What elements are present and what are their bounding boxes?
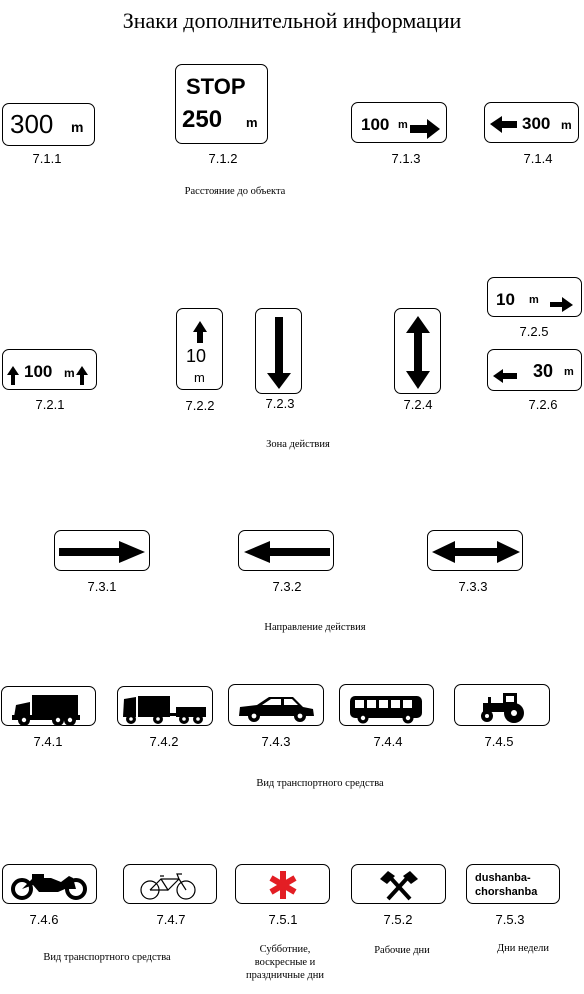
bicycle-icon [140, 873, 196, 900]
sign-code: 7.4.3 [261, 734, 291, 749]
sign-code: 7.4.4 [373, 734, 403, 749]
sign-code: 7.1.3 [391, 151, 421, 166]
caption-weekends-line-2: воскресные и [254, 957, 316, 968]
distance-number: 300 [10, 109, 54, 139]
arrow-left-icon [244, 541, 330, 563]
sign-7-1-4: 300 m [484, 102, 579, 143]
arrow-left-icon [493, 369, 517, 383]
crossed-hammers-icon [380, 871, 418, 901]
arrow-right-icon [550, 297, 573, 312]
section-caption-vehicle-type-2: Вид транспортного средства [43, 952, 171, 963]
distance-unit: m [398, 119, 408, 131]
sign-code: 7.2.4 [403, 397, 433, 412]
motorcycle-icon [11, 874, 87, 900]
caption-workdays: Рабочие дни [374, 945, 430, 956]
sign-7-3-3 [427, 530, 523, 571]
tractor-icon [481, 693, 524, 723]
sign-7-4-7 [123, 864, 217, 904]
sign-7-2-3 [255, 308, 302, 394]
sign-7-5-2 [351, 864, 446, 904]
stop-text: STOP [186, 74, 246, 99]
caption-weekends-line-3: праздничные дни [246, 970, 324, 981]
caption-weekends-line-1: Субботние, [259, 944, 311, 955]
arrow-up-icon [193, 321, 207, 343]
truck-trailer-icon [123, 696, 206, 724]
sign-code: 7.5.3 [495, 912, 525, 927]
sign-7-3-2 [238, 530, 334, 571]
sign-code: 7.1.2 [208, 151, 238, 166]
sign-7-1-1: 300 m [2, 103, 95, 146]
sign-code: 7.2.2 [185, 398, 215, 413]
sign-7-2-2: 10 m [176, 308, 223, 390]
distance-number: 100 [24, 362, 53, 381]
caption-weekends: Субботние, воскресные и праздничные дни [230, 943, 340, 982]
distance-unit: m [561, 118, 572, 132]
sign-code: 7.1.1 [32, 151, 62, 166]
distance-unit: m [246, 115, 258, 130]
distance-unit: m [71, 119, 84, 135]
arrow-right-icon [410, 119, 440, 139]
arrow-left-icon [490, 116, 517, 133]
red-asterisk-icon [269, 871, 297, 899]
sign-code: 7.2.6 [528, 397, 558, 412]
sign-7-4-2 [117, 686, 213, 726]
arrow-right-icon [59, 541, 145, 563]
sign-code: 7.2.3 [265, 396, 295, 411]
distance-number: 30 [533, 361, 554, 381]
sign-code: 7.2.5 [519, 324, 549, 339]
section-caption-vehicle-type: Вид транспортного средства [256, 778, 384, 789]
sign-7-4-6 [2, 864, 97, 904]
truck-icon [12, 695, 80, 726]
sign-7-4-3 [228, 684, 324, 726]
arrow-left-right-icon [432, 541, 520, 563]
distance-number: 100 [361, 115, 390, 134]
arrow-up-icons [7, 366, 88, 385]
distance-unit: m [564, 366, 574, 378]
sign-7-4-5 [454, 684, 550, 726]
sign-7-1-3: 100 m [351, 102, 447, 143]
caption-weekdays: Дни недели [496, 943, 550, 954]
bus-icon [350, 696, 422, 724]
sign-code: 7.4.6 [29, 912, 59, 927]
sign-7-1-2: STOP 250 m [175, 64, 268, 144]
sign-7-5-3: dushanba- chorshanba [466, 864, 560, 904]
sign-7-5-1 [235, 864, 330, 904]
distance-number: 10 [186, 346, 207, 366]
section-caption-direction: Направление действия [264, 622, 366, 633]
section-caption-zone: Зона действия [266, 439, 330, 450]
sign-code: 7.4.2 [149, 734, 179, 749]
sign-code: 7.5.2 [383, 912, 413, 927]
sign-code: 7.3.1 [87, 579, 117, 594]
sign-code: 7.4.1 [33, 734, 63, 749]
weekday-line-1: dushanba- [475, 872, 531, 884]
sign-7-2-6: 30 m [487, 349, 582, 391]
distance-number: 250 [182, 106, 223, 133]
sign-code: 7.4.5 [484, 734, 514, 749]
distance-number: 10 [496, 290, 515, 309]
sign-7-4-4 [339, 684, 434, 726]
car-icon [239, 697, 314, 722]
sign-7-2-1: 100 m [2, 349, 97, 390]
distance-unit: m [64, 366, 75, 380]
sign-7-2-4 [394, 308, 441, 394]
sign-code: 7.3.3 [458, 579, 488, 594]
sign-code: 7.5.1 [268, 912, 298, 927]
sign-code: 7.3.2 [272, 579, 302, 594]
distance-unit: m [194, 370, 205, 385]
sign-code: 7.2.1 [35, 397, 65, 412]
sign-code: 7.1.4 [523, 151, 553, 166]
distance-unit: m [529, 294, 539, 306]
weekday-line-2: chorshanba [475, 886, 538, 898]
section-caption-distance: Расстояние до объекта [184, 186, 286, 197]
arrow-up-down-icon [406, 316, 430, 389]
sign-7-3-1 [54, 530, 150, 571]
sign-7-4-1 [1, 686, 96, 726]
page-title: Знаки дополнительной информации [122, 8, 462, 33]
sign-7-2-5: 10 m [487, 277, 582, 317]
arrow-down-icon [267, 317, 291, 389]
distance-number: 300 [522, 114, 551, 133]
sign-code: 7.4.7 [156, 912, 186, 927]
